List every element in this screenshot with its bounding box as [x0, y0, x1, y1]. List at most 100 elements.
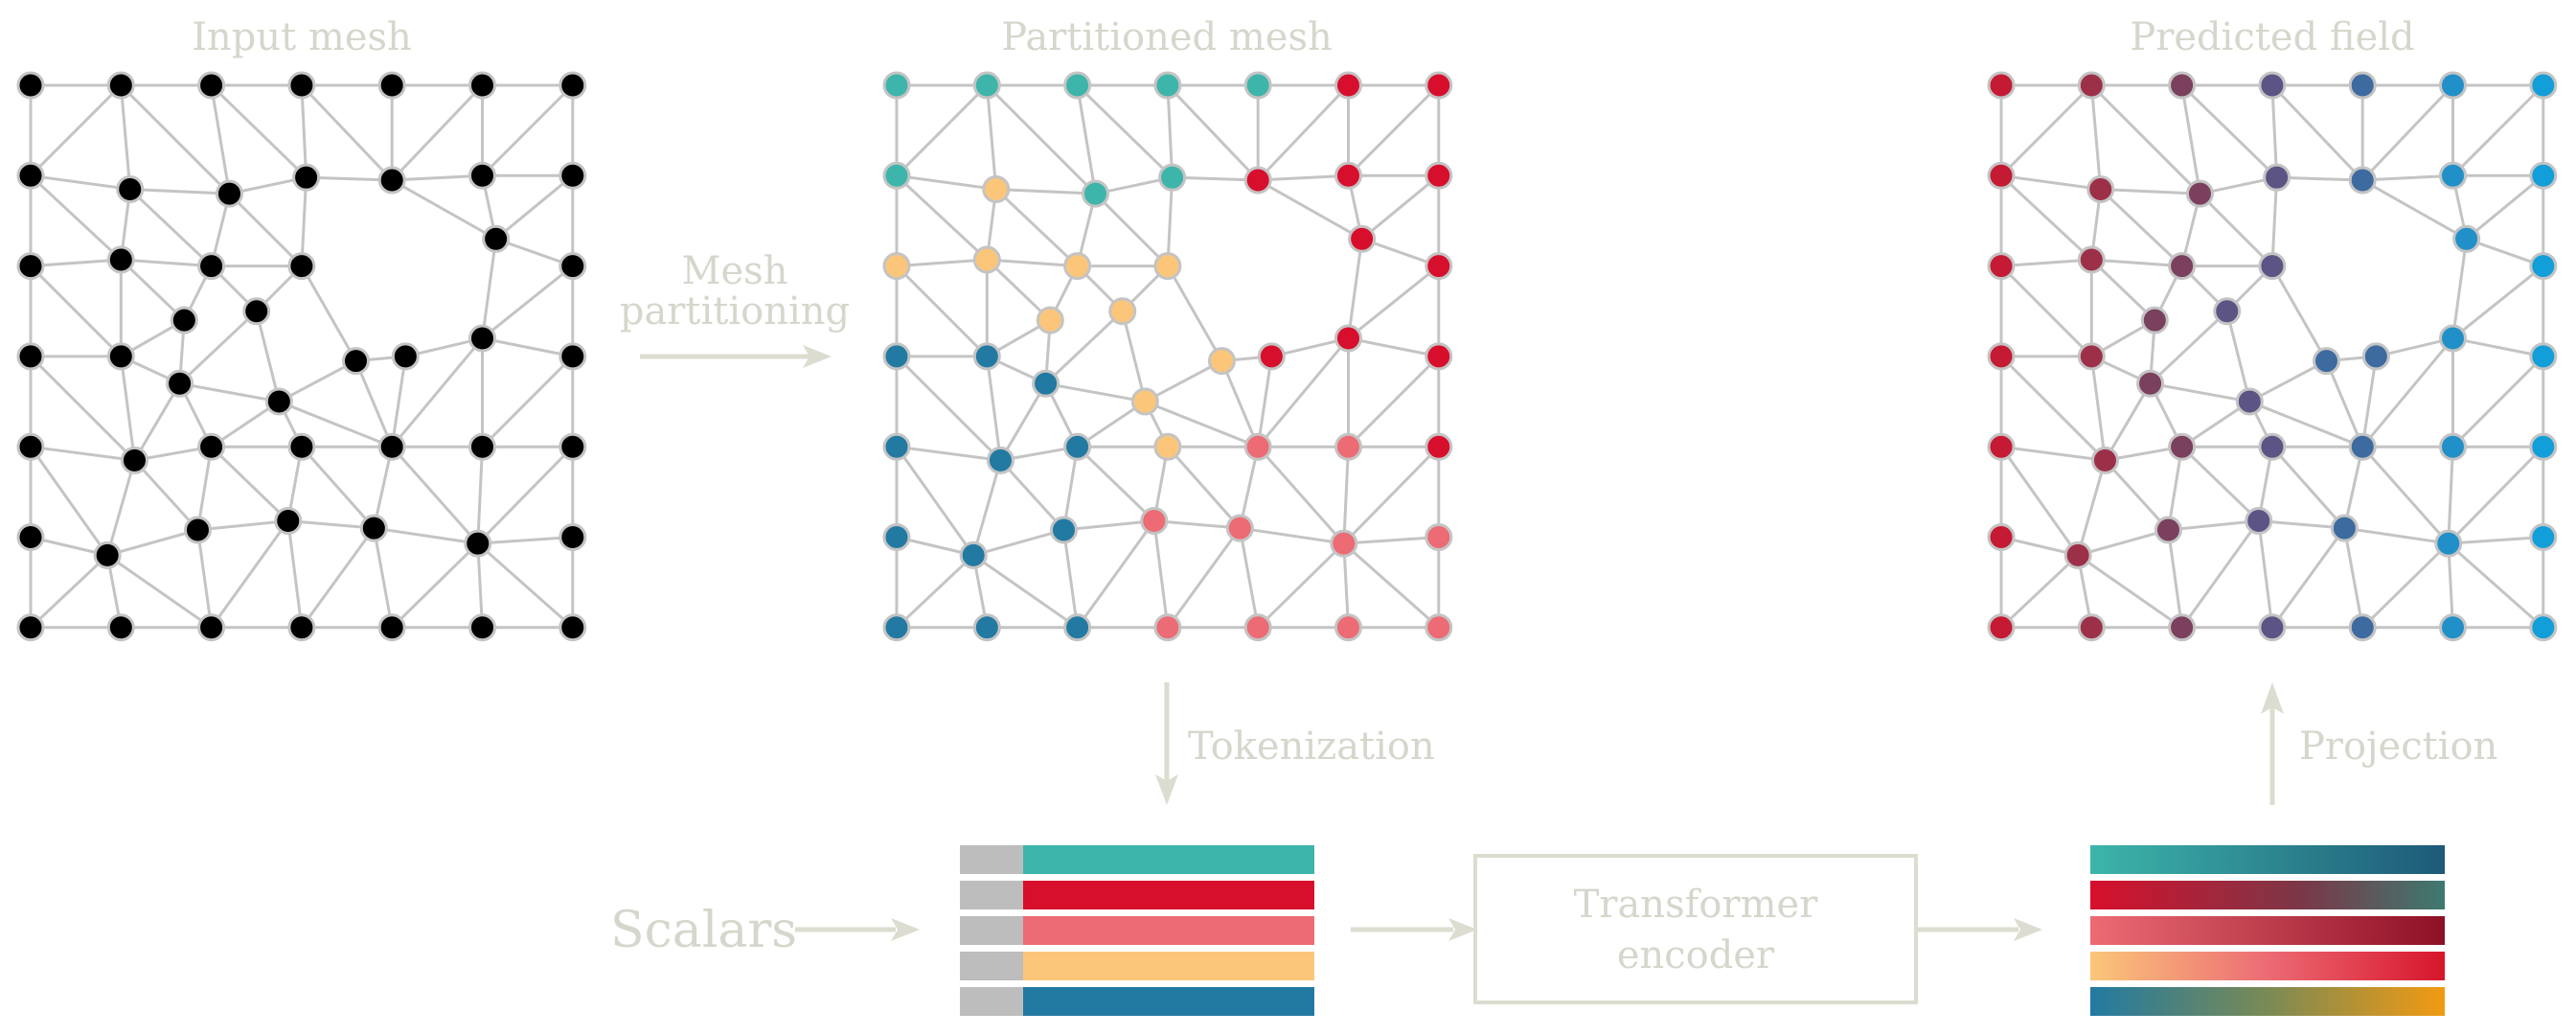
mesh-node	[1334, 324, 1362, 353]
mesh-edge	[2257, 520, 2274, 628]
mesh-edge	[1172, 175, 1259, 182]
mesh-node	[2439, 432, 2467, 461]
mesh-edge	[2362, 173, 2453, 182]
mesh-node	[1153, 252, 1182, 281]
mesh-node	[1140, 507, 1169, 536]
mesh-edge	[1166, 264, 1223, 362]
mesh-node	[2185, 179, 2214, 208]
mesh-edge	[392, 173, 483, 182]
mesh-edge	[300, 446, 376, 530]
mesh-edge	[391, 542, 479, 629]
mesh-edge	[1999, 83, 2093, 177]
mesh-node	[2529, 252, 2558, 281]
mesh-edge	[2180, 446, 2260, 522]
mesh-node	[2529, 161, 2558, 190]
mesh-edge	[391, 178, 497, 241]
mesh-node	[882, 161, 911, 190]
scalar-token-segment	[960, 881, 1023, 909]
mesh-node	[170, 306, 198, 334]
mesh-node	[468, 324, 496, 353]
mesh-node	[341, 347, 370, 376]
mesh-edge	[1999, 355, 2107, 462]
mesh-edge	[300, 527, 376, 629]
mesh-edge	[1152, 520, 1170, 628]
mesh-edge	[2099, 188, 2183, 267]
transformer-encoder-box	[1473, 854, 1918, 1004]
mesh-node	[1032, 369, 1060, 398]
mesh-edge	[1257, 178, 1363, 241]
mesh-edge	[2447, 446, 2544, 545]
mesh-edge	[2248, 359, 2328, 403]
mesh-edge	[30, 173, 130, 191]
mesh-edge	[1076, 519, 1155, 629]
mesh-edge	[1257, 542, 1345, 629]
mesh-edge	[895, 554, 975, 629]
mesh-node	[2258, 71, 2287, 100]
mesh-node	[2529, 432, 2558, 461]
mesh-node	[1243, 432, 1272, 461]
mesh-edge	[999, 459, 1065, 531]
mesh-node	[287, 71, 316, 100]
mesh-edge	[1166, 84, 1174, 178]
mesh-node	[882, 71, 911, 100]
mesh-edge	[1061, 529, 1080, 629]
output-token-blue	[2090, 987, 2445, 1016]
mesh-edge	[179, 381, 280, 403]
mesh-node	[2361, 342, 2390, 371]
mesh-node	[1330, 529, 1358, 558]
mesh-edge	[29, 174, 123, 262]
partitioned-mesh	[882, 71, 1453, 642]
mesh-edge	[2361, 337, 2454, 448]
mesh-node	[242, 297, 271, 326]
mesh-node	[1081, 179, 1109, 208]
mesh-edge	[210, 84, 231, 195]
mesh-edge	[210, 83, 308, 179]
mesh-edge	[985, 84, 998, 190]
mesh-node	[1987, 613, 2016, 642]
scalar-token-segment	[960, 987, 1023, 1016]
mesh-node	[986, 446, 1014, 474]
mesh-node	[16, 252, 45, 281]
mesh-node	[116, 174, 145, 203]
input-token-blue	[1023, 987, 1314, 1016]
mesh-edge	[2149, 310, 2228, 385]
mesh-node	[1158, 163, 1187, 192]
mesh-node	[2348, 166, 2377, 195]
mesh-edge	[197, 519, 288, 532]
mesh-edge	[1166, 83, 1260, 182]
mesh-edge	[210, 519, 289, 629]
input-token-teal	[1023, 845, 1314, 874]
mesh-node	[16, 432, 45, 461]
mesh-edge	[2089, 84, 2103, 190]
mesh-edge	[972, 528, 1064, 557]
tokenization-arrow	[1155, 682, 1178, 805]
mesh-partitioning-arrow	[640, 345, 832, 368]
mesh-node	[2439, 324, 2467, 353]
mesh-edge	[306, 175, 393, 182]
mesh-node	[468, 432, 496, 461]
mesh-edge	[2270, 83, 2364, 182]
mesh-edge	[1347, 355, 1440, 448]
mesh-node	[1425, 613, 1453, 642]
scalars-arrow	[795, 918, 920, 941]
mesh-node	[2348, 71, 2377, 100]
mesh-node	[2154, 516, 2182, 544]
input-token-red	[1023, 881, 1314, 909]
mesh-node	[1153, 71, 1182, 100]
mesh-node	[882, 613, 911, 642]
mesh-partitioning-label-line1: Mesh	[682, 249, 788, 293]
mesh-node	[972, 245, 1001, 274]
mesh-edge	[2270, 527, 2346, 629]
mesh-node	[559, 71, 587, 100]
mesh-edge	[2448, 536, 2543, 545]
mesh-node	[16, 71, 45, 100]
mesh-edge	[1220, 360, 1260, 448]
mesh-edge	[2089, 356, 2107, 461]
mesh-edge	[1238, 527, 1260, 629]
mesh-edge	[2000, 173, 2101, 191]
mesh-edge	[2077, 554, 2183, 630]
mesh-node	[1987, 161, 2016, 190]
mesh-node	[2529, 342, 2558, 371]
mesh-node	[482, 224, 511, 253]
mesh-edge	[2360, 356, 2378, 448]
